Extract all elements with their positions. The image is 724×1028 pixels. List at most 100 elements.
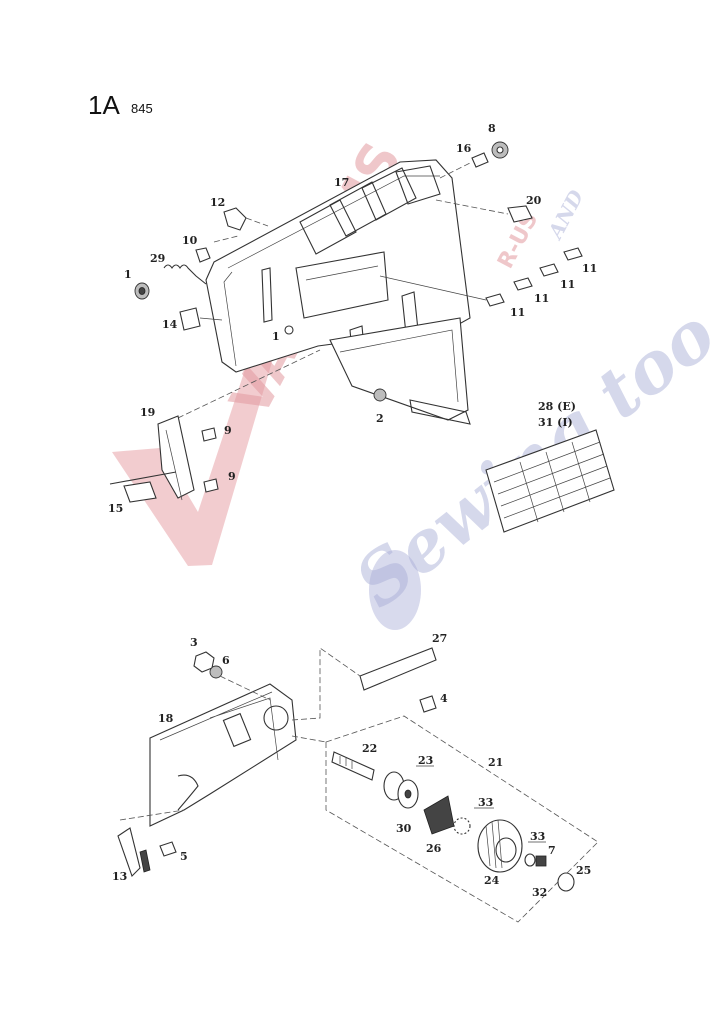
- front-cover-assembly: [205, 159, 471, 425]
- part-16-screw: [471, 152, 489, 168]
- callout-3: 3: [190, 636, 198, 649]
- gear-assembly-leader: [291, 735, 327, 743]
- part-16-leader: [439, 161, 473, 179]
- gear-assembly: [291, 715, 599, 923]
- callout-11-a: 11: [510, 306, 525, 319]
- callout-26: 26: [426, 842, 442, 855]
- part-19-edge: [165, 429, 183, 501]
- callouts: 1 1 2 3 4 5 6 7 8 9 9 10 11 11 11 11 12 …: [108, 122, 597, 899]
- callout-11-b: 11: [534, 292, 549, 305]
- lower-bracket: [329, 317, 469, 421]
- label-sticker-columns: [519, 441, 591, 523]
- callout-19: 19: [140, 406, 155, 419]
- part-27-rail: [359, 647, 437, 691]
- part-25-cap: [557, 872, 575, 892]
- callout-13: 13: [112, 870, 127, 883]
- part-12-leader: [213, 217, 269, 243]
- cover-top-edge: [227, 175, 440, 269]
- callout-33-top: 33: [478, 796, 493, 809]
- lower-bracket-foot: [409, 399, 471, 425]
- callout-33-right: 33: [530, 830, 545, 843]
- part-20-leader: [435, 199, 509, 215]
- side-bracket-assembly: [109, 349, 321, 503]
- callout-16: 16: [456, 142, 472, 155]
- callout-6: 6: [222, 654, 230, 667]
- part-14-leader: [199, 317, 223, 321]
- callout-9-top: 9: [224, 424, 232, 437]
- callout-32: 32: [532, 886, 547, 899]
- part-20-clip: [507, 205, 533, 223]
- part-15-rail: [109, 471, 177, 485]
- part-10-pin: [195, 247, 211, 263]
- cover-slot: [261, 267, 273, 323]
- side-bracket-leader: [177, 349, 321, 419]
- part-13-spring: [139, 849, 151, 873]
- callout-1-center: 1: [272, 330, 280, 343]
- cover-left-edge: [223, 271, 237, 367]
- part-14-clip: [179, 307, 201, 331]
- part-12-bracket: [223, 207, 247, 231]
- latch-leader: [119, 809, 185, 821]
- part-9-screw-a: [201, 427, 217, 442]
- part-30-bevel-gear: [423, 795, 455, 835]
- callout-27: 27: [432, 632, 447, 645]
- callout-2: 2: [376, 412, 384, 425]
- part-7-washer: [524, 853, 536, 867]
- callout-5: 5: [180, 850, 188, 863]
- part-11-clip-d: [563, 247, 583, 261]
- part-11-clip-b: [513, 277, 533, 291]
- cover-window: [295, 251, 389, 319]
- part-29-spring: [163, 264, 207, 285]
- callout-17: 17: [334, 176, 349, 189]
- callout-15: 15: [108, 502, 123, 515]
- cover-rib-3: [361, 167, 417, 221]
- callout-4: 4: [440, 692, 448, 705]
- callout-11-d: 11: [582, 262, 597, 275]
- callout-29: 29: [150, 252, 165, 265]
- callout-1-left: 1: [124, 268, 132, 281]
- part-4-screw: [419, 695, 437, 713]
- lower-bracket-edge: [339, 329, 459, 403]
- part-5-screw: [159, 841, 177, 857]
- part-18-lever: [177, 774, 199, 811]
- callout-14: 14: [162, 318, 178, 331]
- callout-25: 25: [576, 864, 591, 877]
- rail-leader: [291, 647, 361, 721]
- callout-31: 31 (I): [538, 416, 573, 429]
- label-sticker-lines: [493, 441, 611, 519]
- part-24-gear-teeth: [485, 819, 503, 869]
- part-24-gear-hub: [495, 837, 517, 863]
- callout-24: 24: [484, 874, 500, 887]
- part-11-leader: [379, 275, 487, 301]
- cover-window-line: [305, 265, 379, 281]
- part-8-nut-hole: [496, 146, 504, 154]
- upper-small-parts: [134, 141, 615, 533]
- callout-18: 18: [158, 712, 174, 725]
- callout-7: 7: [548, 844, 556, 857]
- callout-28: 28 (E): [538, 400, 576, 413]
- part-18-bearing: [263, 705, 289, 731]
- watermark-v-shape: [112, 328, 282, 566]
- cover-rib-1: [299, 199, 357, 255]
- callout-22: 22: [362, 742, 377, 755]
- part-18-frame: [149, 683, 297, 827]
- part-13-latch: [117, 827, 141, 878]
- part-18-frame-edges: [159, 691, 279, 761]
- callout-20: 20: [526, 194, 542, 207]
- model-number: 845: [131, 101, 153, 116]
- screw-hole-1: [284, 325, 294, 335]
- part-22-threads: [339, 756, 353, 769]
- page-id: 1A: [88, 90, 120, 120]
- callout-21: 21: [488, 756, 503, 769]
- callout-30: 30: [396, 822, 412, 835]
- watermark-text-and: AND: [542, 185, 588, 244]
- part-26-star-washer: [453, 817, 471, 835]
- side-frame-assembly: [117, 647, 437, 878]
- callout-9-bottom: 9: [228, 470, 236, 483]
- part-32-nut: [535, 855, 547, 867]
- part-18-slot: [222, 712, 252, 748]
- part-22-shaft: [331, 751, 375, 781]
- callout-12: 12: [210, 196, 225, 209]
- callout-10: 10: [182, 234, 198, 247]
- part-23-hub: [404, 789, 412, 799]
